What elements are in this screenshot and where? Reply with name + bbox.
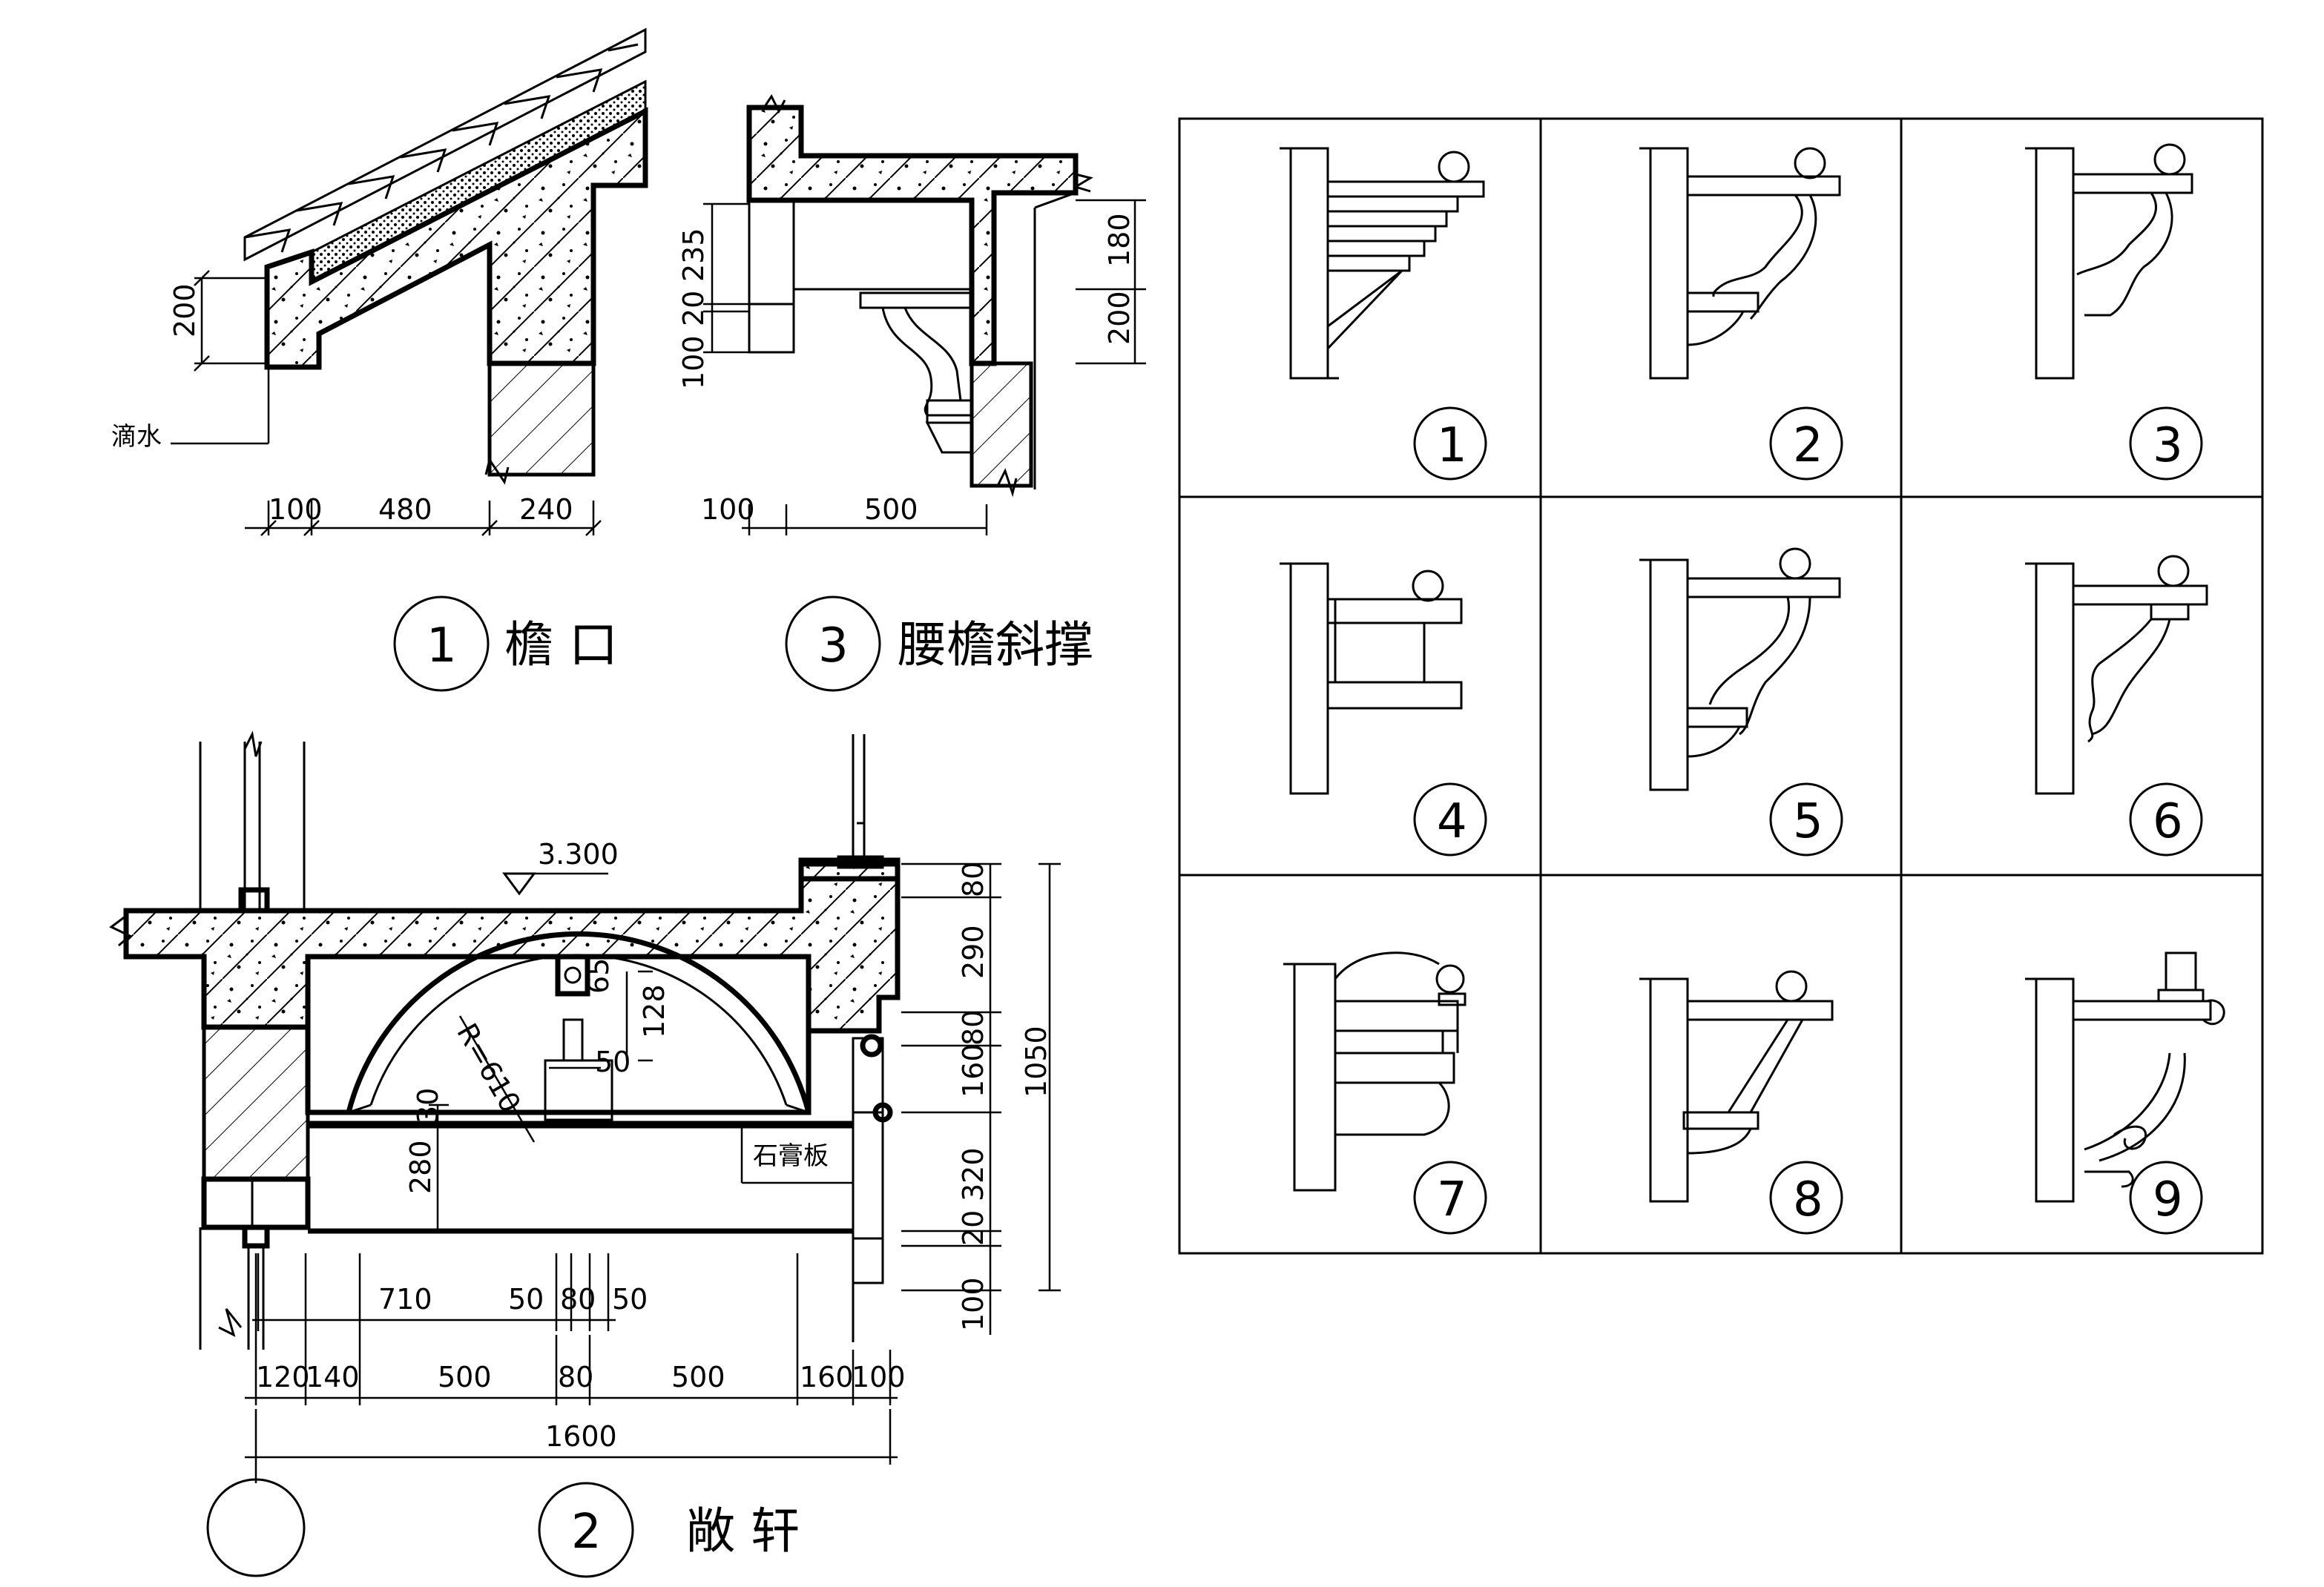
dim-128: 128 (638, 984, 671, 1038)
detail-number-circle (393, 595, 490, 692)
dim-140: 140 (306, 1361, 360, 1393)
dim-r-80-a: 80 (957, 862, 990, 897)
dim-500-a: 500 (438, 1361, 492, 1393)
detail-number-circle (538, 1482, 634, 1578)
dim-100-left: 100 (677, 335, 710, 389)
dim-160: 160 (800, 1361, 854, 1393)
dim-100-b: 100 (852, 1361, 906, 1393)
dim-235: 235 (677, 228, 710, 282)
bracket-label-8: 8 (1793, 1172, 1823, 1227)
bracket-label-7: 7 (1437, 1172, 1467, 1227)
bracket-cell-6 (2025, 555, 2208, 857)
dim-100: 100 (269, 493, 323, 526)
dim-180: 180 (1103, 213, 1136, 267)
detail-title: 檐 口 (504, 616, 618, 673)
detail-number: 1 (427, 618, 457, 673)
bracket-grid: 1 2 3 4 5 6 7 8 9 (1178, 117, 2264, 1255)
wall-below (970, 361, 1033, 488)
dim-50-a: 50 (508, 1283, 544, 1316)
dim-r-80-b: 80 (957, 1010, 990, 1046)
dim-1050: 1050 (1020, 1026, 1053, 1098)
level-3300: 3.300 (538, 838, 619, 871)
dim-65: 65 (582, 958, 615, 994)
dim-r-160: 160 (957, 1043, 990, 1098)
dim-120: 120 (256, 1361, 310, 1393)
bracket-cell-3 (2025, 143, 2203, 481)
dim-500-b: 500 (671, 1361, 725, 1393)
bracket-label-2: 2 (1793, 418, 1823, 473)
dim-200-right: 200 (1103, 291, 1136, 345)
dim-200: 200 (168, 283, 201, 337)
dim-280: 280 (404, 1140, 437, 1194)
axis-bubble (206, 1478, 306, 1577)
gypsum-board-label: 石膏板 (753, 1141, 829, 1171)
curved-brace (881, 307, 972, 417)
bracket-label-4: 4 (1437, 794, 1467, 849)
bracket-cell-5 (1639, 547, 1843, 857)
bracket-label-9: 9 (2153, 1172, 2183, 1227)
dim-r-290: 290 (957, 925, 990, 979)
bracket-cell-8 (1639, 970, 1843, 1235)
dim-50-small: 50 (595, 1046, 631, 1078)
arch-outer (346, 931, 812, 1113)
detail-2-open-pavilion: 3.300 (109, 730, 1061, 1578)
roof-tiles (243, 27, 647, 262)
detail-title: 敞 轩 (686, 1502, 800, 1560)
bracket-label-6: 6 (2153, 794, 2183, 849)
slab-concrete (746, 105, 1079, 366)
left-wall (202, 1025, 310, 1181)
bracket-cell-9 (2025, 951, 2225, 1235)
bracket-cell-7 (1283, 951, 1487, 1235)
dim-radius: R=610 (450, 1018, 527, 1118)
drip-label: 滴水 (111, 422, 162, 452)
detail-number: 2 (571, 1505, 602, 1560)
detail-number-circle (785, 595, 881, 692)
dim-500: 500 (864, 493, 918, 526)
detail-1-eave: 200 滴水 100 480 240 1 檐 口 (111, 27, 648, 692)
dim-r-320: 320 (957, 1147, 990, 1201)
dim-710: 710 (378, 1283, 432, 1316)
dim-240: 240 (519, 493, 573, 526)
dim-100-bottom: 100 (701, 493, 755, 526)
dim-r-100: 100 (957, 1277, 990, 1331)
detail-title: 腰檐斜撑 (898, 616, 1093, 673)
bracket-label-1: 1 (1437, 418, 1467, 473)
bracket-cell-2 (1639, 147, 1843, 481)
dim-80-a: 80 (560, 1283, 596, 1316)
brick-wall (487, 361, 596, 477)
bracket-cell-1 (1280, 147, 1487, 481)
dim-r-20: 20 (957, 1210, 990, 1246)
dim-1600: 1600 (545, 1420, 617, 1453)
dim-80-b: 80 (558, 1361, 593, 1393)
detail-number: 3 (818, 618, 849, 673)
dim-20: 20 (677, 291, 710, 326)
detail-3-waist-eave-brace: 235 20 100 180 200 100 500 3 腰檐斜撑 (677, 94, 1146, 692)
bracket-label-3: 3 (2153, 418, 2183, 473)
bracket-label-5: 5 (1793, 794, 1823, 849)
dim-50-b: 50 (612, 1283, 648, 1316)
bracket-cell-4 (1280, 562, 1487, 857)
dim-30: 30 (412, 1088, 444, 1124)
dim-480: 480 (378, 493, 432, 526)
